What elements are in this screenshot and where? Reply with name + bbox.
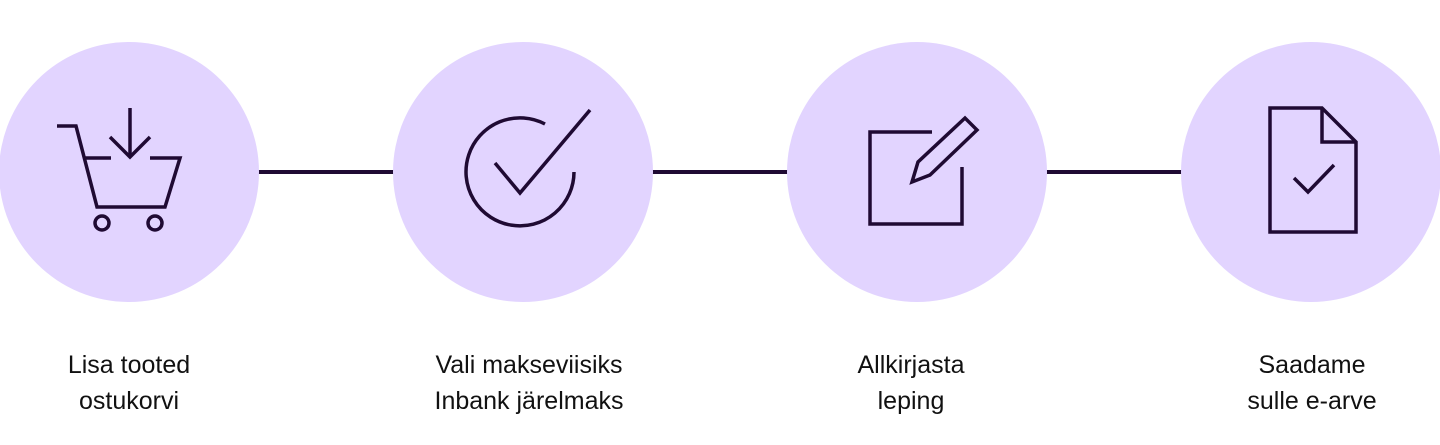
label-line: Inbank järelmaks [434,387,624,415]
label-line: ostukorvi [78,387,180,415]
label-line: Allkirjasta [857,351,965,379]
check-circle-icon [464,108,592,228]
label-line: Lisa tooted [67,351,191,379]
document-check-icon [1268,106,1358,234]
label-line: leping [877,387,945,415]
label-line: sulle e-arve [1247,387,1377,415]
step-circle [0,42,259,302]
edit-sign-icon [868,115,980,226]
step-circle [787,42,1047,302]
step-label-sign-contract: Allkirjasta leping [761,347,1061,419]
cart-download-icon [57,108,183,232]
step-label-choose-payment: Vali makseviisiks Inbank järelmaks [379,347,679,419]
step-circle [1181,42,1440,302]
step-label-add-to-cart: Lisa tooted ostukorvi [0,347,279,419]
label-line: Vali makseviisiks [435,351,623,379]
step-circle [393,42,653,302]
label-line: Saadame [1258,351,1366,379]
step-label-e-invoice: Saadame sulle e-arve [1162,347,1440,419]
